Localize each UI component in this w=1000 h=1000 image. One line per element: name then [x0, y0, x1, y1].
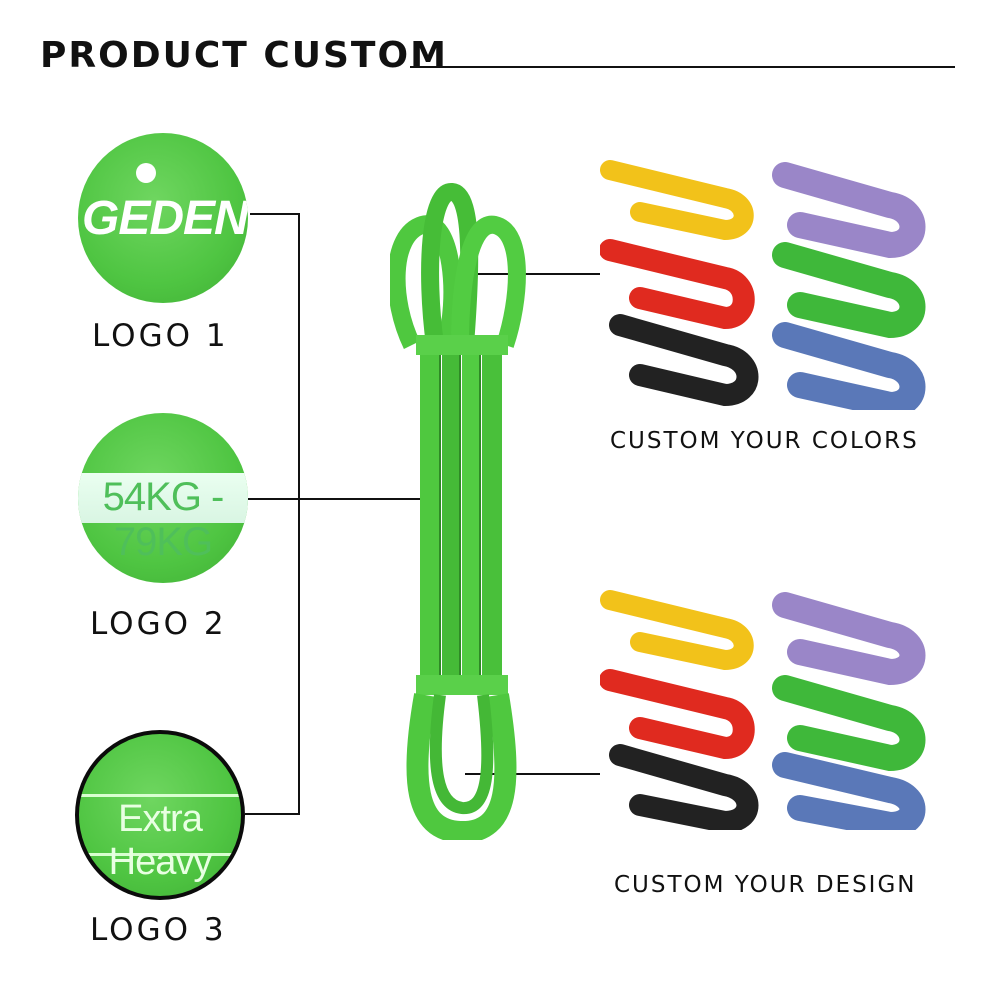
design-band-blue	[772, 752, 926, 830]
logo-3-caption: LOGO 3	[90, 912, 227, 948]
color-bands-group	[600, 160, 926, 410]
band-strand-4	[482, 335, 502, 695]
logo-1-dot	[136, 163, 156, 183]
band-top-loop-right	[451, 215, 526, 348]
connector-logo-3	[245, 813, 300, 815]
custom-colors-caption: CUSTOM YOUR COLORS	[610, 428, 919, 454]
band-yellow	[600, 160, 754, 241]
band-wrap-top	[416, 335, 508, 355]
band-strand-2	[442, 335, 460, 695]
logo-1-circle: GEDENG	[78, 133, 248, 303]
connector-logo-1	[250, 213, 300, 215]
main-resistance-band-image	[390, 183, 526, 840]
page-title: PRODUCT CUSTOM	[40, 35, 448, 76]
design-band-purple	[772, 592, 926, 686]
logo-1-caption: LOGO 1	[92, 318, 229, 354]
logo-2-caption: LOGO 2	[90, 606, 227, 642]
custom-design-caption: CUSTOM YOUR DESIGN	[614, 872, 917, 898]
design-band-green	[772, 675, 926, 772]
logo-2-text: 54KG - 79KG	[102, 475, 225, 564]
band-strand-1	[420, 335, 440, 695]
band-black	[609, 314, 759, 407]
title-underline	[410, 66, 955, 68]
logo-3-circle: Extra Heavy	[75, 730, 245, 900]
band-green	[772, 242, 926, 339]
logo-1-text: GEDENG	[82, 192, 248, 245]
logo-2-band	[78, 473, 248, 523]
band-wrap-bottom	[416, 675, 508, 695]
design-bands-group	[600, 590, 926, 830]
connector-vertical	[298, 213, 300, 815]
band-strand-3	[462, 335, 480, 695]
band-purple	[772, 162, 926, 259]
logo-3-band	[79, 794, 241, 856]
design-band-yellow	[600, 590, 754, 671]
band-blue	[772, 322, 926, 410]
connector-design	[465, 773, 600, 775]
logo-3-text: Extra Heavy	[108, 798, 213, 883]
band-bottom-loop	[406, 693, 517, 840]
design-band-red	[600, 669, 755, 760]
design-band-black	[609, 744, 759, 830]
band-red	[600, 239, 755, 330]
band-top-loop-left	[390, 215, 462, 349]
connector-colors	[465, 273, 600, 275]
connector-logo-2	[248, 498, 428, 500]
logo-2-circle: 54KG - 79KG	[78, 413, 248, 583]
